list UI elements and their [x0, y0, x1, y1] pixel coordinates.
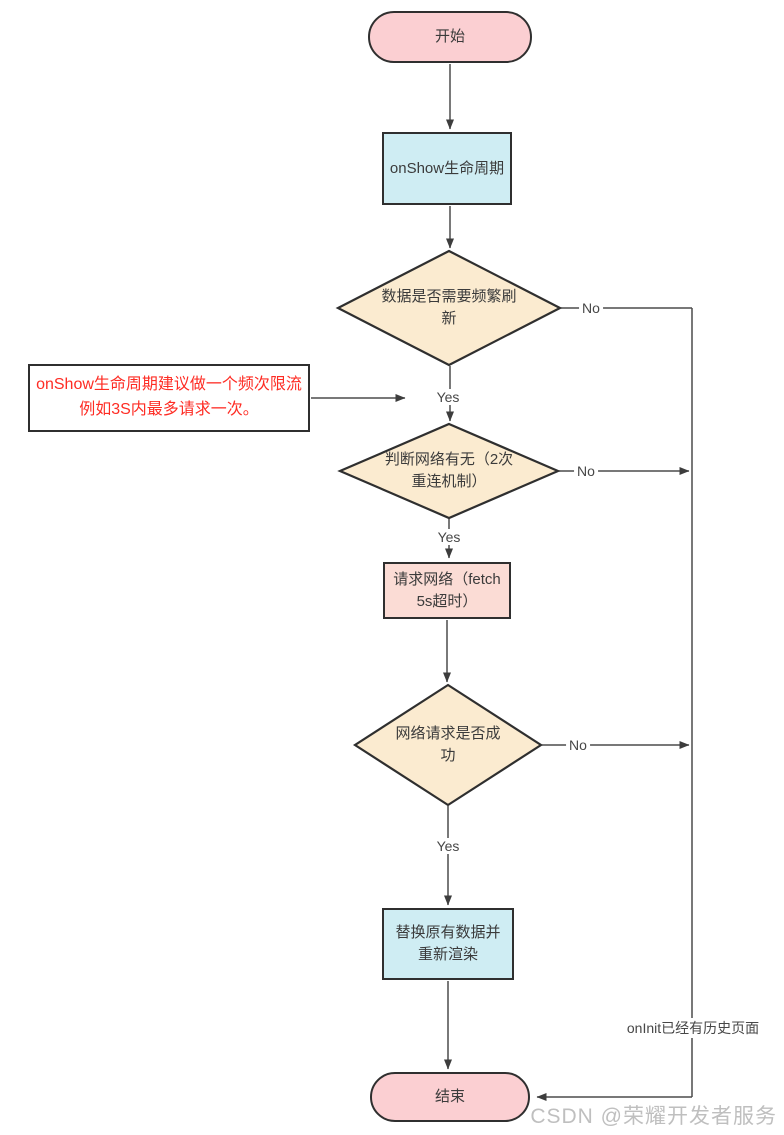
edge-label-success-yes: Yes — [433, 838, 463, 854]
decision-network-line2: 重连机制） — [411, 473, 487, 490]
decision-success-line2: 功 — [440, 747, 456, 764]
fetch-line1: 请求网络（fetch — [393, 570, 501, 588]
annotation-line1: onShow生命周期建议做一个频次限流 — [36, 376, 302, 394]
fetch-process-node: 请求网络（fetch 5s超时） — [383, 562, 511, 619]
replace-line2: 重新渲染 — [417, 946, 478, 963]
edge-label-refresh-yes: Yes — [433, 389, 463, 405]
onshow-label: onShow生命周期 — [389, 159, 505, 177]
annotation-note: onShow生命周期建议做一个频次限流 例如3S内最多请求一次。 — [28, 364, 310, 432]
end-node: 结束 — [370, 1072, 530, 1122]
onshow-process-node: onShow生命周期 — [382, 132, 512, 205]
decision-network-text: 判断网络有无（2次 重连机制） — [349, 444, 549, 498]
rail-note-label: onInit已经有历史页面 — [621, 1018, 765, 1038]
edge-label-refresh-no: No — [579, 300, 603, 316]
edge-label-network-yes: Yes — [434, 529, 464, 545]
decision-success-line1: 网络请求是否成 — [395, 725, 501, 743]
decision-success-text: 网络请求是否成 功 — [348, 718, 548, 772]
start-label: 开始 — [434, 28, 465, 46]
end-label: 结束 — [434, 1088, 465, 1106]
decision-refresh-line1: 数据是否需要频繁刷 — [381, 288, 517, 306]
decision-network-line1: 判断网络有无（2次 — [384, 451, 514, 469]
start-node: 开始 — [368, 11, 532, 63]
decision-refresh-shape — [335, 249, 563, 367]
edge-label-success-no: No — [566, 737, 590, 753]
replace-line1: 替换原有数据并 — [395, 924, 501, 942]
edge-label-network-no: No — [574, 463, 598, 479]
csdn-watermark: CSDN @荣耀开发者服务 — [530, 1105, 777, 1128]
decision-network-shape — [337, 422, 561, 520]
decision-refresh-text: 数据是否需要频繁刷 新 — [349, 281, 549, 335]
decision-success-shape — [352, 683, 544, 807]
annotation-line2: 例如3S内最多请求一次。 — [79, 401, 259, 418]
replace-process-node: 替换原有数据并 重新渲染 — [382, 908, 514, 980]
decision-refresh-line2: 新 — [441, 310, 457, 327]
fetch-line2: 5s超时） — [416, 592, 478, 610]
